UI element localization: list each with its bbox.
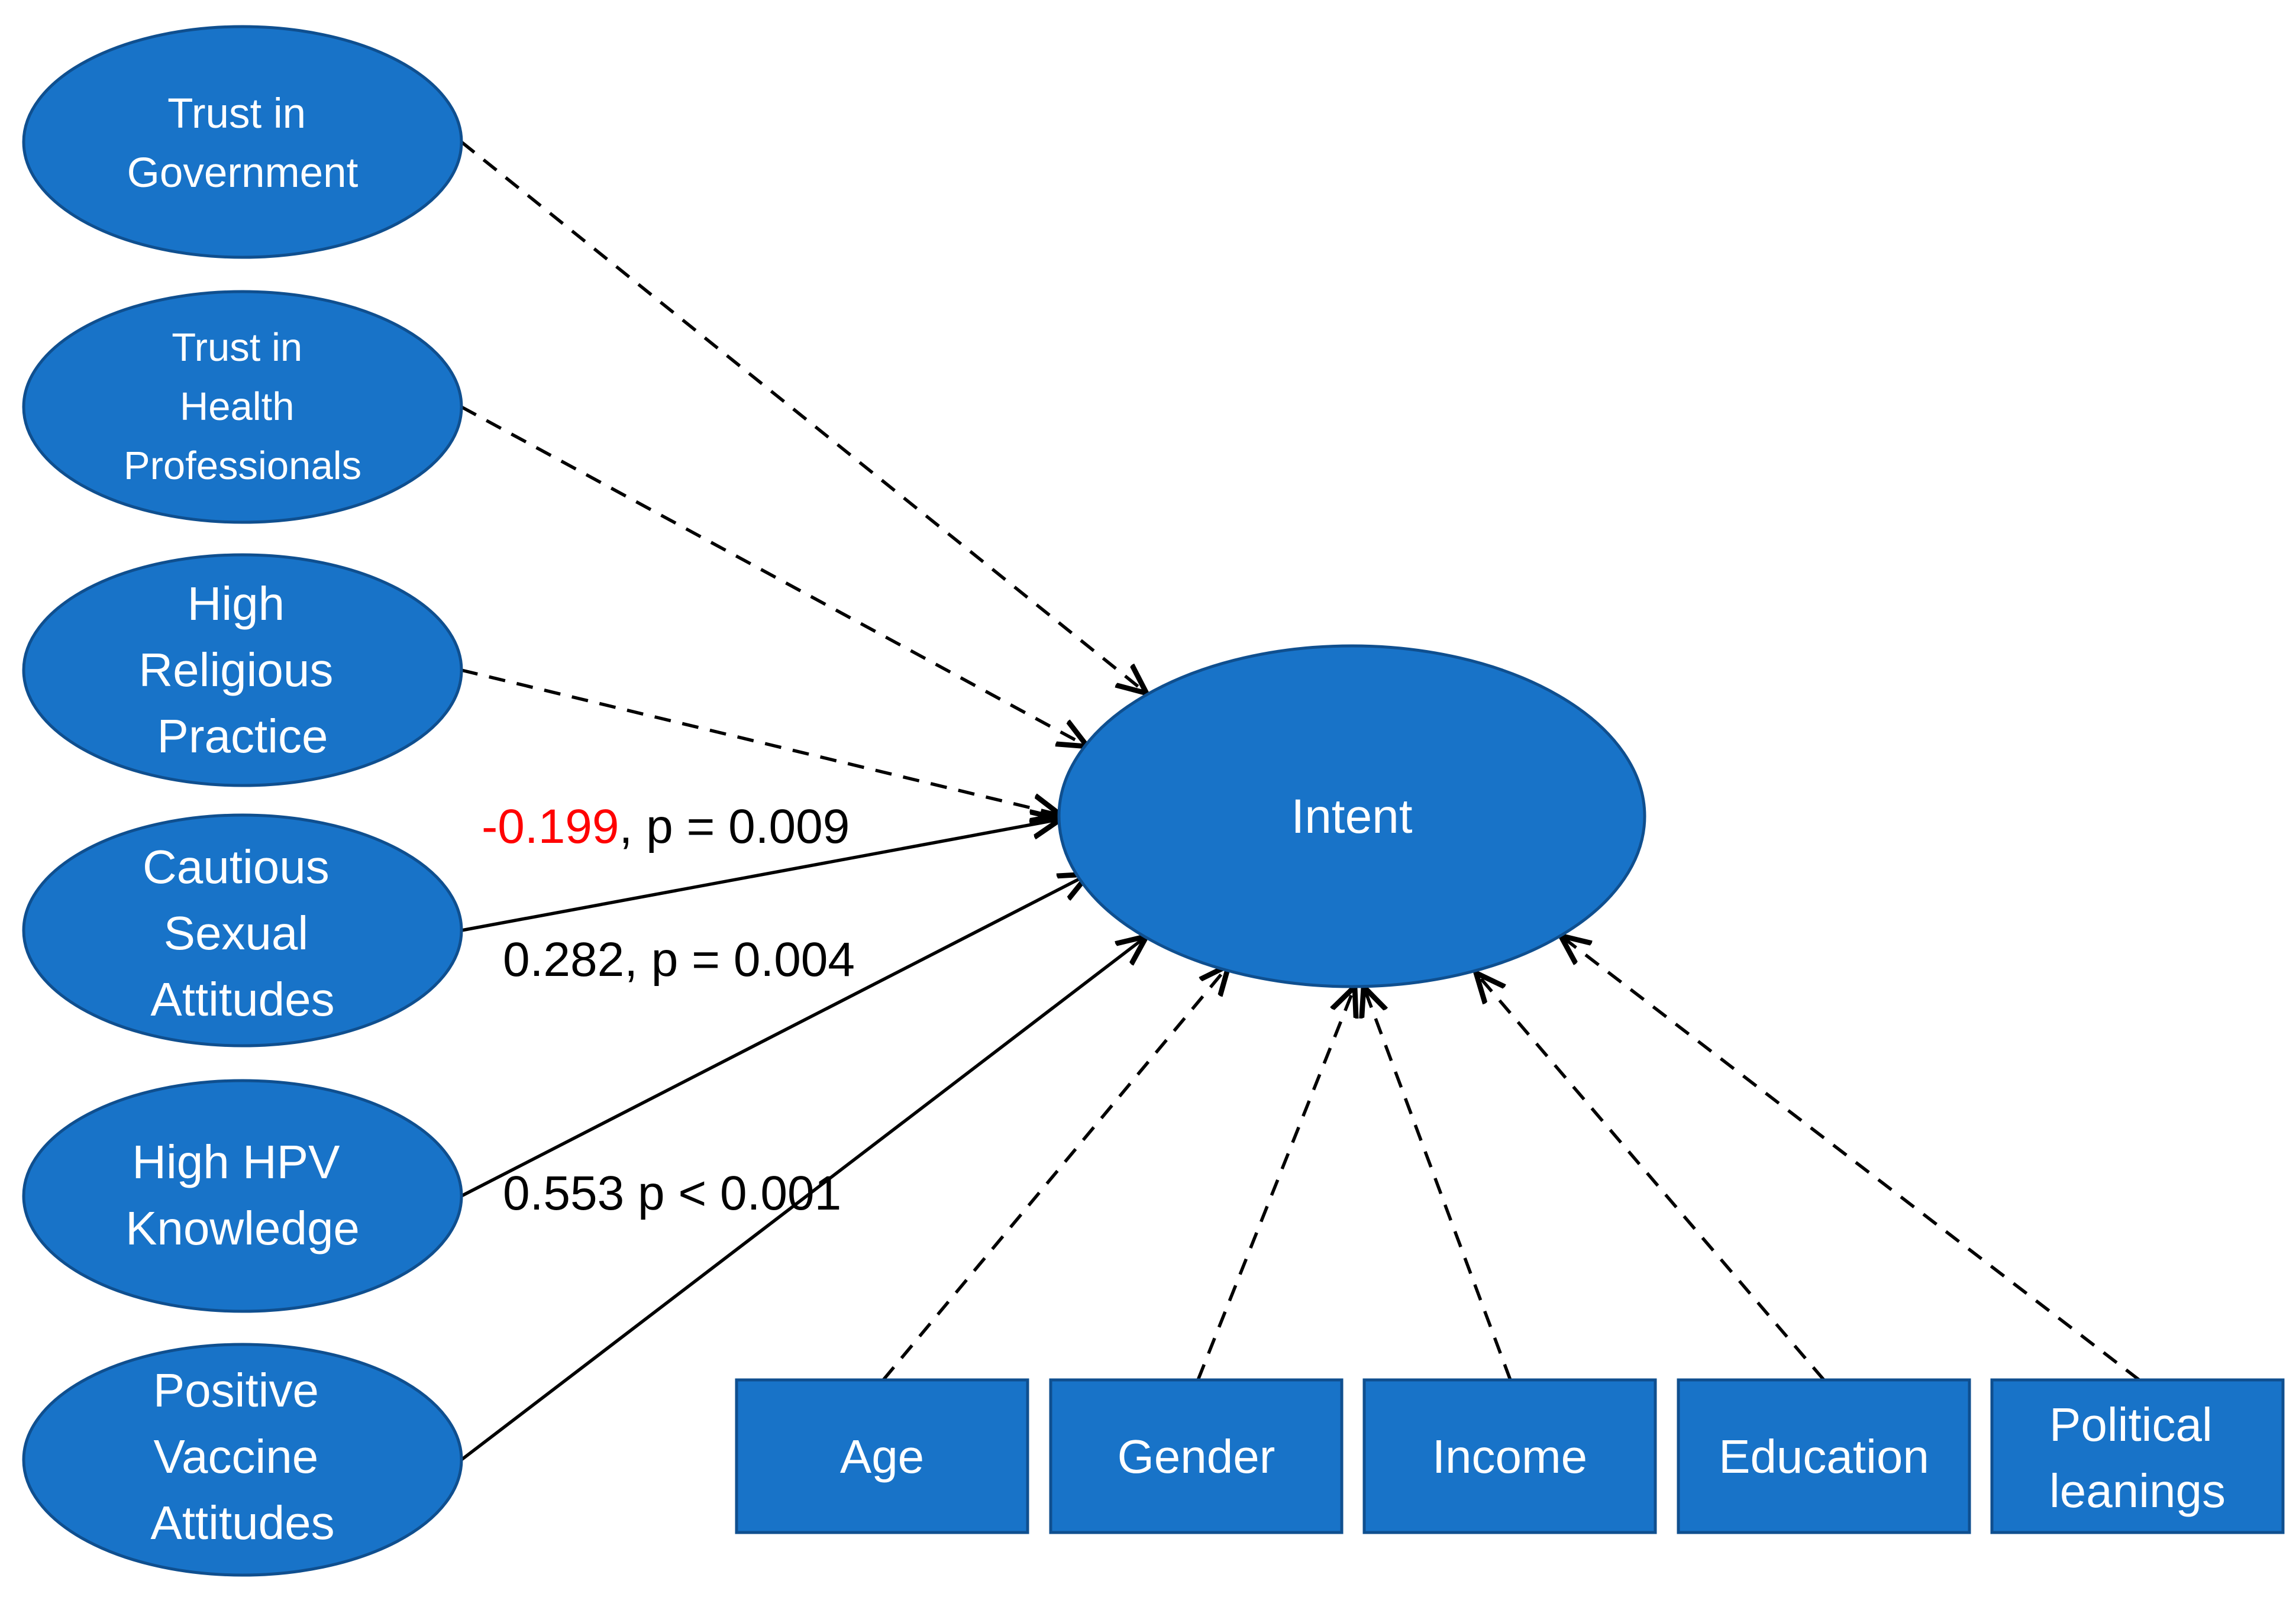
node-income: Income [1362, 1378, 1657, 1534]
svg-text:Trust in Government: Trust in Government [127, 90, 359, 196]
svg-text:Political leanings: Political leanings [2049, 1398, 2226, 1517]
edges [460, 140, 2140, 1462]
svg-text:Positive Vaccine: Positive Vaccine Attitudes [150, 1364, 334, 1549]
node-age: Age [735, 1378, 1029, 1534]
edge-education [1476, 973, 1826, 1381]
node-label-line: Sexual [164, 907, 309, 959]
node-religious: High Religious Practice [22, 553, 463, 787]
coef-sexual-estimate: -0.199 [482, 800, 619, 854]
node-vaccine-attitudes: Positive Vaccine Attitudes [22, 1343, 463, 1577]
covariate-label: Education [1719, 1430, 1929, 1483]
node-hpv-knowledge: High HPV Knowledge [22, 1079, 463, 1313]
node-label-line: Attitudes [150, 1496, 334, 1549]
node-label-line: Health [180, 384, 295, 429]
node-label-line: Professionals [124, 444, 361, 488]
svg-text:Cautious Sexual: Cautious Sexual Attitudes [143, 840, 343, 1026]
node-label-line: Cautious [143, 840, 330, 893]
node-label-line: Attitudes [150, 973, 334, 1026]
node-education: Education [1677, 1378, 1971, 1534]
edge-trust-health [460, 405, 1087, 746]
edge-trust-government [460, 140, 1147, 693]
edge-religious [461, 668, 1061, 815]
edge-sexual [461, 819, 1061, 932]
covariate-label: Income [1432, 1430, 1587, 1483]
node-label-line: Trust in [172, 325, 302, 370]
node-gender: Gender [1049, 1378, 1344, 1534]
coef-sexual: -0.199, p = 0.009 [482, 800, 850, 854]
edge-vaccine-attitudes [460, 936, 1147, 1462]
edge-gender [1196, 987, 1355, 1381]
coefficient-labels: -0.199, p = 0.009 0.282, p = 0.004 0.553… [482, 800, 855, 1220]
coef-sexual-pvalue: , p = 0.009 [619, 800, 850, 854]
edge-age [881, 965, 1229, 1381]
node-label-line: High HPV [132, 1136, 340, 1188]
node-trust-government: Trust in Government [22, 25, 463, 259]
covariate-label: Political [2049, 1398, 2213, 1451]
node-trust-health: Trust in Health Professionals [22, 290, 463, 524]
coef-vaccine-attitudes: 0.553 p < 0.001 [503, 1166, 841, 1220]
node-label-line: Religious [138, 644, 333, 696]
covariate-label: Gender [1118, 1430, 1275, 1483]
edge-hpv-knowledge [460, 874, 1089, 1198]
node-label-line: Positive [153, 1364, 319, 1417]
predictor-nodes: Trust in Government Trust in Health Prof… [22, 25, 463, 1577]
svg-text:High Religious: High Religious Practice [138, 577, 346, 762]
outcome-label: Intent [1291, 790, 1412, 843]
coef-hpv-knowledge: 0.282, p = 0.004 [503, 933, 855, 987]
node-label-line: Vaccine [154, 1430, 319, 1483]
edge-political [1561, 936, 2140, 1382]
edge-income [1364, 987, 1512, 1381]
node-label-line: Government [127, 150, 359, 196]
node-intent: Intent [1057, 644, 1646, 988]
covariate-label: leanings [2049, 1464, 2226, 1517]
svg-text:Trust in Health: Trust in Health Professionals [124, 325, 361, 488]
node-label-line: Knowledge [125, 1202, 360, 1255]
node-sexual: Cautious Sexual Attitudes [22, 813, 463, 1048]
covariate-nodes: Age Gender Income Education Political le… [735, 1378, 2285, 1534]
node-label-line: Practice [157, 710, 328, 762]
covariate-label: Age [840, 1430, 924, 1483]
node-label-line: High [188, 577, 285, 630]
node-label-line: Trust in [167, 90, 306, 137]
node-political: Political leanings [1990, 1378, 2285, 1534]
svg-text:High HPV Knowledge: High HPV Knowledge [125, 1136, 360, 1255]
